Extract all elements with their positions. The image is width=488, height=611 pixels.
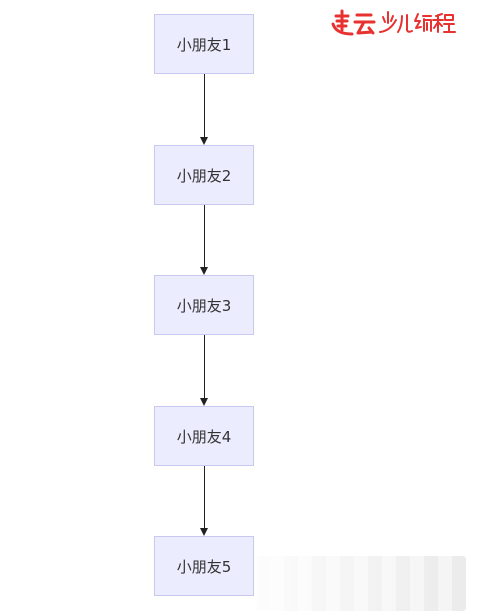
arrowhead-3-4 [200,398,208,406]
watermark-logo [331,9,456,36]
edge-line-1-2 [204,74,205,138]
edge-line-2-3 [204,205,205,268]
flowchart-node-2: 小朋友2 [154,145,254,205]
node-label: 小朋友1 [176,35,232,54]
arrowhead-1-2 [200,137,208,145]
flowchart-node-3: 小朋友3 [154,275,254,335]
node-label: 小朋友3 [176,296,232,315]
arrowhead-2-3 [200,267,208,275]
edge-line-4-5 [204,466,205,529]
node-label: 小朋友4 [176,427,232,446]
edge-line-3-4 [204,335,205,399]
flowchart-node-4: 小朋友4 [154,406,254,466]
flowchart-node-1: 小朋友1 [154,14,254,74]
blurred-watermark-patch [256,556,466,611]
node-label: 小朋友2 [176,166,232,185]
flowchart-node-5: 小朋友5 [154,536,254,596]
node-label: 小朋友5 [176,557,232,576]
arrowhead-4-5 [200,528,208,536]
